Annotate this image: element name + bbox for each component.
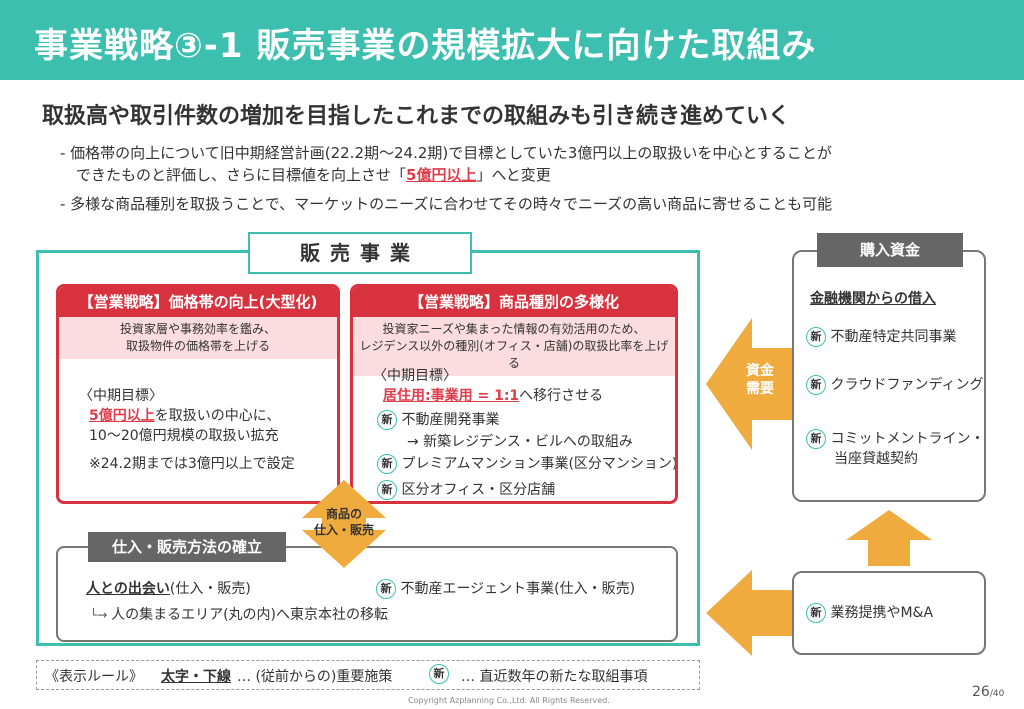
bullet-1-post: 」へと変更 bbox=[476, 166, 551, 184]
bullet-2: - 多様な商品種別を取扱うことで、マーケットのニーズに合わせてその時々でニーズの… bbox=[60, 195, 833, 213]
page-total: /40 bbox=[989, 689, 1005, 699]
legend-new-desc: … 直近数年の新たな取組事項 bbox=[461, 669, 648, 685]
left-arrow-icon bbox=[706, 318, 792, 450]
funding-item-2: 新 クラウドファンディング bbox=[806, 374, 983, 395]
procurement-method-box bbox=[56, 546, 678, 642]
method-right-item: 不動産エージェント事業(仕入・販売) bbox=[400, 581, 636, 597]
div-item-1: 新 不動産開発事業 bbox=[377, 409, 499, 430]
display-rule-legend: 《表示ルール》 太字・下線 … (従前からの)重要施策 新 … 直近数年の新たな… bbox=[36, 660, 700, 690]
funding-item-3-label: コミットメントライン・ bbox=[830, 431, 985, 447]
div-desc-line-2: レジデンス以外の種別(オフィス・店舗)の取扱比率を上げる bbox=[359, 339, 669, 370]
method-left-sub: └→ 人の集まるエリア(丸の内)へ東京本社の移転 bbox=[90, 604, 388, 624]
price-desc-line-2: 取扱物件の価格帯を上げる bbox=[125, 339, 270, 353]
new-badge-icon: 新 bbox=[377, 454, 397, 474]
price-goal-line-2: 10〜20億円規模の取扱い拡充 bbox=[89, 428, 279, 444]
div-goal-line: 居住用:事業用 = 1:1へ移行させる bbox=[383, 385, 603, 405]
header-bar bbox=[0, 0, 1024, 80]
funding-subtitle: 金融機関からの借入 bbox=[810, 291, 936, 307]
funding-item-3-cont: 当座貸越契約 bbox=[834, 451, 918, 467]
new-badge-icon: 新 bbox=[429, 664, 449, 684]
div-item-2: 新 プレミアムマンション事業(区分マンション) bbox=[377, 453, 678, 474]
diversification-desc: 投資家ニーズや集まった情報の有効活用のため、 レジデンス以外の種別(オフィス・店… bbox=[353, 317, 675, 376]
method-left-line: 人との出会い(仕入・販売) bbox=[86, 578, 251, 598]
price-goal-highlight: 5億円以上 bbox=[89, 408, 155, 424]
funding-title: 購入資金 bbox=[817, 233, 963, 267]
diversification-heading: 【営業戦略】商品種別の多様化 bbox=[353, 287, 675, 317]
alliance-item-label: 業務提携やM&A bbox=[830, 605, 934, 621]
alliance-item: 新 業務提携やM&A bbox=[806, 602, 933, 623]
div-item-1-label: 不動産開発事業 bbox=[401, 412, 500, 428]
new-badge-icon: 新 bbox=[806, 327, 826, 347]
funding-item-2-label: クラウドファンディング bbox=[830, 377, 984, 393]
bullet-1-highlight: 5億円以上 bbox=[406, 166, 477, 184]
price-strategy-desc: 投資家層や事務効率を鑑み、 取扱物件の価格帯を上げる bbox=[59, 317, 337, 359]
div-item-1-sub: → 新築レジデンス・ビルへの取組み bbox=[407, 434, 633, 450]
div-item-3-label: 区分オフィス・区分店舗 bbox=[401, 482, 556, 498]
funding-item-1-label: 不動産特定共同事業 bbox=[830, 329, 957, 345]
price-goal-note: ※24.2期までは3億円以上で設定 bbox=[89, 456, 295, 472]
alliance-box bbox=[792, 571, 986, 655]
new-badge-icon: 新 bbox=[377, 410, 397, 430]
page-number: 26/40 bbox=[972, 684, 1004, 700]
legend-label: 《表示ルール》 bbox=[45, 669, 143, 685]
price-strategy-heading: 【営業戦略】価格帯の向上(大型化) bbox=[59, 287, 337, 317]
up-arrow-icon bbox=[846, 510, 932, 566]
price-desc-line-1: 投資家層や事務効率を鑑み、 bbox=[119, 322, 276, 336]
double-arrow-icon bbox=[302, 480, 386, 568]
price-strategy-card: 【営業戦略】価格帯の向上(大型化) 投資家層や事務効率を鑑み、 取扱物件の価格帯… bbox=[56, 284, 340, 504]
new-badge-icon: 新 bbox=[806, 375, 826, 395]
new-badge-icon: 新 bbox=[806, 429, 826, 449]
new-badge-icon: 新 bbox=[806, 603, 826, 623]
return-arrow-icon: └→ bbox=[90, 608, 112, 622]
funds-demand-line-2: 需要 bbox=[746, 381, 774, 397]
new-badge-icon: 新 bbox=[376, 579, 396, 599]
bullet-1-pre: できたものと評価し、さらに目標値を向上させ「 bbox=[76, 166, 407, 184]
method-left-bold: 人との出会い bbox=[86, 581, 170, 597]
diversification-card: 【営業戦略】商品種別の多様化 投資家ニーズや集まった情報の有効活用のため、 レジ… bbox=[350, 284, 678, 504]
price-goal-line-1: 5億円以上を取扱いの中心に、 bbox=[89, 405, 280, 425]
copyright: Copyright Azplanning Co.,Ltd. All Rights… bbox=[408, 696, 610, 705]
funding-item-1: 新 不動産特定共同事業 bbox=[806, 326, 956, 347]
method-left-rest: (仕入・販売) bbox=[169, 581, 251, 597]
div-item-3: 新 区分オフィス・区分店舗 bbox=[377, 479, 555, 500]
funds-demand-label: 資金 需要 bbox=[740, 362, 780, 398]
procurement-method-title: 仕入・販売方法の確立 bbox=[88, 532, 286, 562]
div-goal-highlight: 居住用:事業用 = 1:1 bbox=[383, 388, 520, 404]
price-goal-line-1-rest: を取扱いの中心に、 bbox=[154, 408, 281, 424]
page-subtitle: 取扱高や取引件数の増加を目指したこれまでの取組みも引き続き進めていく bbox=[42, 104, 791, 129]
funds-demand-line-1: 資金 bbox=[746, 363, 774, 379]
legend-bold-desc: … (従前からの)重要施策 bbox=[237, 669, 393, 685]
div-item-2-label: プレミアムマンション事業(区分マンション) bbox=[401, 456, 678, 472]
product-flow-label: 商品の 仕入・販売 bbox=[300, 506, 388, 538]
left-arrow-icon bbox=[706, 570, 792, 656]
product-flow-line-1: 商品の bbox=[325, 507, 362, 521]
page-title: 事業戦略③-1 販売事業の規模拡大に向けた取組み bbox=[34, 26, 817, 66]
method-left-sub-text: 人の集まるエリア(丸の内)へ東京本社の移転 bbox=[111, 607, 389, 623]
page-current: 26 bbox=[972, 684, 990, 700]
div-goal-rest: へ移行させる bbox=[519, 388, 604, 404]
sales-business-title: 販売事業 bbox=[248, 232, 472, 274]
div-goal-label: 〈中期目標〉 bbox=[373, 368, 457, 384]
price-goal-label: 〈中期目標〉 bbox=[79, 388, 163, 404]
div-desc-line-1: 投資家ニーズや集まった情報の有効活用のため、 bbox=[382, 322, 646, 336]
bullet-1-line-1: - 価格帯の向上について旧中期経営計画(22.2期〜24.2期)で目標としていた… bbox=[60, 144, 832, 162]
bullet-1-line-2: できたものと評価し、さらに目標値を向上させ「5億円以上」へと変更 bbox=[76, 164, 551, 186]
method-right-line: 新 不動産エージェント事業(仕入・販売) bbox=[376, 578, 635, 599]
funding-item-3: 新 コミットメントライン・ bbox=[806, 428, 984, 449]
product-flow-line-2: 仕入・販売 bbox=[313, 523, 374, 537]
legend-bold-sample: 太字・下線 bbox=[161, 669, 231, 685]
